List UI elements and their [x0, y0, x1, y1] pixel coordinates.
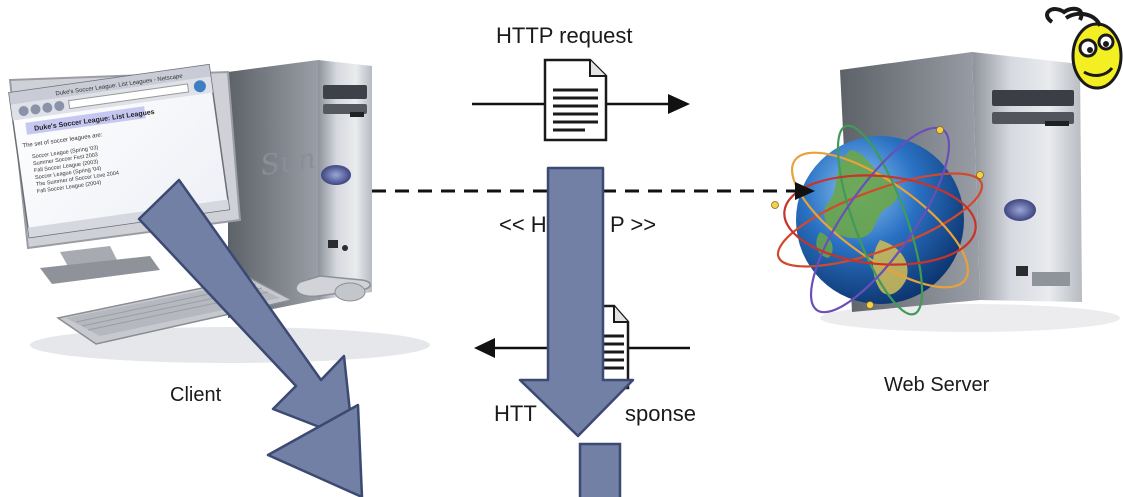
- client-computer: Sun Duke's Soccer League: List: [8, 60, 430, 363]
- browser-logo-icon: [193, 80, 206, 93]
- client-label: Client: [170, 384, 222, 406]
- http-protocol-label-left: << H: [499, 212, 547, 237]
- reload-icon: [42, 102, 53, 113]
- document-icon: [543, 58, 608, 142]
- overlay-vertical-arrow: [518, 166, 635, 497]
- web-server-label: Web Server: [884, 374, 990, 396]
- league-list: Soccer League (Spring '03) Summer Soccer…: [32, 145, 120, 195]
- http-response-label-left: HTT: [494, 401, 537, 426]
- cartoon-face-icon: [1045, 6, 1123, 90]
- sun-logo-icon: [1004, 199, 1036, 221]
- client-tower: Sun: [228, 60, 372, 318]
- overlay-diagonal-arrow-head: [266, 403, 364, 497]
- overlay-diagonal-arrow: [137, 178, 355, 442]
- back-icon: [18, 106, 29, 117]
- http-request-label: HTTP request: [496, 23, 633, 48]
- browser-window: Duke's Soccer League: List Leagues - Net…: [8, 63, 231, 239]
- http-protocol-label-right: P >>: [610, 212, 657, 237]
- mouse-icon: [295, 275, 371, 302]
- forward-icon: [30, 104, 41, 115]
- sun-logo-icon: [321, 165, 351, 185]
- case-brand-text: Sun: [258, 142, 317, 182]
- http-response-label-right: sponse: [625, 401, 696, 426]
- stop-icon: [54, 101, 65, 112]
- globe-icon: [771, 124, 984, 316]
